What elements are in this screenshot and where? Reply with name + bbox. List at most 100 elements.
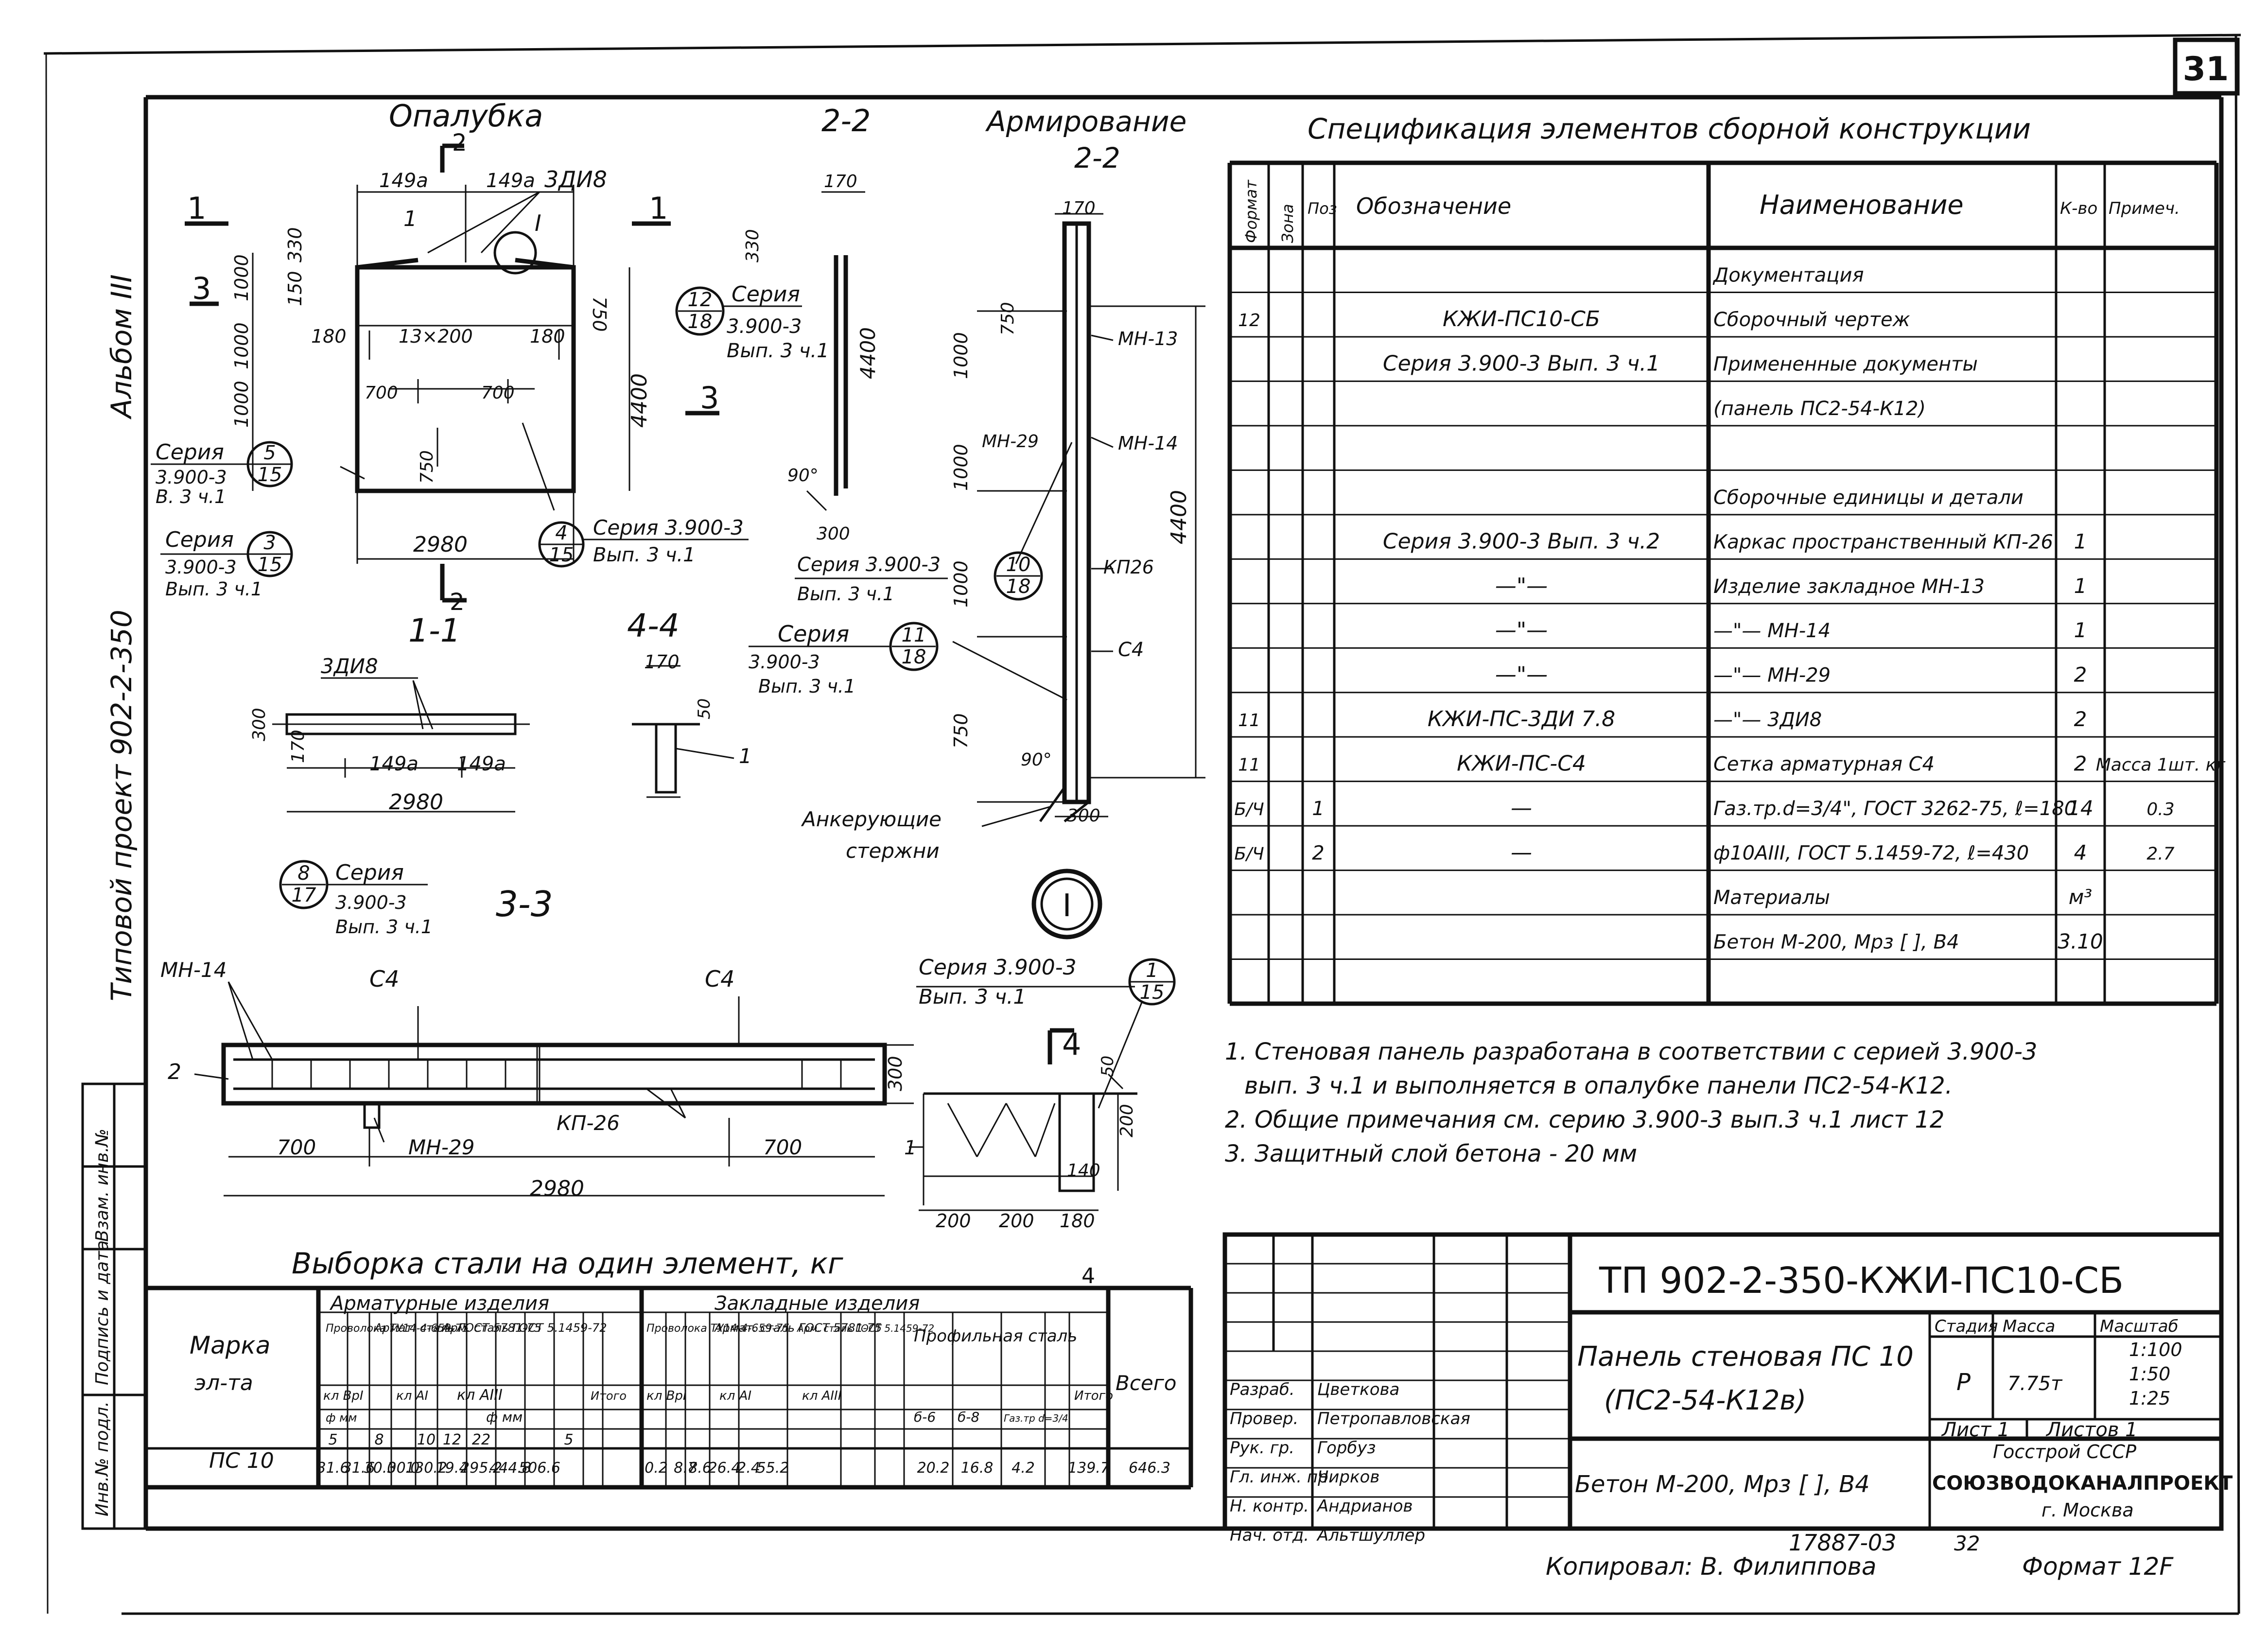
dim-750-a: 750 xyxy=(589,296,610,332)
side-stamp-sign: Подпись и дата xyxy=(92,1240,112,1385)
spec-cell-qty: 2 xyxy=(2074,663,2087,687)
steel-hdr-wire: Проволока ТУ14-4-659-75 xyxy=(326,1323,469,1335)
reinf-300-b: 300 xyxy=(1067,806,1100,826)
reinf-4400-a: 4400 xyxy=(856,327,880,379)
steel-diam: 5 xyxy=(328,1431,337,1448)
title-scale-2: 1:50 xyxy=(2129,1363,2170,1385)
dim-149a-1: 149a xyxy=(379,170,428,192)
formwork-cut-2-top: 2 xyxy=(452,129,467,157)
formwork-cut-1-right: 1 xyxy=(649,191,668,226)
section-3-3-c4b: С4 xyxy=(705,966,734,992)
spec-cell-format: Б/Ч xyxy=(1234,844,1264,864)
formwork-cut-3-left: 3 xyxy=(192,271,211,306)
spec-cell-name: Изделие закладное МН-13 xyxy=(1713,575,1985,598)
spec-header-designation: Обозначение xyxy=(1356,193,1511,219)
title-person-role: Разраб. xyxy=(1230,1380,1295,1399)
reinf-170-b: 170 xyxy=(1062,198,1096,218)
steel-hdr-klaiiib: кл AIII xyxy=(802,1389,841,1403)
formwork-ref-5 xyxy=(151,441,293,487)
steel-value: 4.2 xyxy=(1012,1460,1035,1477)
steel-cut: 4 xyxy=(1082,1264,1095,1288)
ref-5-text: Серия xyxy=(156,440,224,465)
title-mass: 7.75т xyxy=(2007,1373,2063,1395)
steel-value: 8.7 xyxy=(674,1460,697,1477)
spec-cell-name: —"— МН-29 xyxy=(1713,664,1831,687)
title-sheets: Листов 1 xyxy=(2045,1419,2138,1441)
reinforcement-section: 2-2 xyxy=(1074,141,1120,174)
title-person-role: Рук. гр. xyxy=(1230,1438,1294,1458)
steel-hdr-phimm-1: ф мм xyxy=(326,1411,357,1425)
formwork-zdi8: 3ДИ8 xyxy=(544,166,607,192)
steel-hdr-kla-2: кл АI xyxy=(719,1389,751,1403)
spec-cell-name: Примененные документы xyxy=(1713,353,1978,375)
detail-I-50: 50 xyxy=(1098,1056,1117,1077)
title-person-name: Петропавловская xyxy=(1317,1409,1470,1428)
dim-700-b: 700 xyxy=(481,383,515,403)
dim-750-b: 750 xyxy=(417,450,437,484)
steel-value: 30.0 xyxy=(364,1460,397,1477)
section-3-3-ref-sheet: 17 xyxy=(292,884,316,906)
steel-hdr-kla: кл АI xyxy=(396,1389,428,1403)
order-sheet: 32 xyxy=(1954,1532,1980,1555)
steel-hdr-gaz: Газ.тр d=3/4 xyxy=(1004,1412,1068,1424)
reinf-1000-c: 1000 xyxy=(950,560,972,608)
ref-3-t3: Вып. 3 ч.1 xyxy=(165,578,262,600)
steel-value: 19.4 xyxy=(436,1460,469,1477)
steel-value: 31.6 xyxy=(317,1460,349,1477)
spec-cell-qty: 1 xyxy=(2074,574,2087,598)
formwork-callout-I: I xyxy=(535,210,541,236)
steel-hdr-armsteel4: Арм. сталь ГОСТ 5.1459-72 xyxy=(796,1323,934,1334)
detail-I xyxy=(909,869,1176,1211)
section-3-3-ref-t2: 3.900-3 xyxy=(335,892,407,913)
spec-cell-designation: КЖИ-ПС10-СБ xyxy=(1443,307,1600,331)
spec-header-note: Примеч. xyxy=(2109,199,2180,218)
title-person-name: Цветкова xyxy=(1317,1380,1399,1399)
ref-3-num: 3 xyxy=(263,532,276,554)
title-person-name: Андрианов xyxy=(1316,1497,1413,1516)
reinforcement-title: Армирование xyxy=(985,105,1186,138)
spec-cell-designation: —"— xyxy=(1495,574,1548,598)
title-person-role: Провер. xyxy=(1230,1409,1298,1428)
section-3-3-c4a: С4 xyxy=(369,966,399,992)
spec-cell-name: (панель ПС2-54-К12) xyxy=(1713,398,1926,420)
spec-cell-designation: Серия 3.900-3 Вып. 3 ч.2 xyxy=(1383,529,1660,554)
section-3-3-ref-t3: Вып. 3 ч.1 xyxy=(335,916,433,938)
title-org-1: Госстрой СССР xyxy=(1993,1441,2136,1462)
reinf-ref-10-num: 10 xyxy=(1006,554,1031,576)
title-person-name: Чирков xyxy=(1317,1467,1379,1487)
ref-3-sheet: 15 xyxy=(258,554,282,576)
steel-diam: 22 xyxy=(472,1431,490,1448)
title-material: Бетон М-200, Мрз [ ], В4 xyxy=(1575,1471,1870,1498)
detail-I-ref-t2: Вып. 3 ч.1 xyxy=(919,985,1026,1009)
steel-value: 0.2 xyxy=(645,1460,668,1477)
steel-table-text: Марка эл-та Всего Арматурные изделия Зак… xyxy=(190,1292,1177,1477)
steel-value: 130.2 xyxy=(405,1460,447,1477)
spec-cell-note: 2.7 xyxy=(2146,844,2174,864)
section-3-3-ref-num: 8 xyxy=(297,862,310,885)
formwork-view: Опалубка 2-2 xyxy=(185,98,871,603)
section-1-1-2980: 2980 xyxy=(389,790,443,815)
sheet-number: 31 xyxy=(2183,50,2229,88)
spec-header-pos: Поз xyxy=(1308,199,1337,218)
copied-by: Копировал: В. Филиппова xyxy=(1546,1552,1877,1581)
steel-hdr-armsteel: Армат. сталь ГОСТ 5781-75 xyxy=(373,1321,541,1335)
spec-cell-format: 11 xyxy=(1238,755,1260,775)
reinf-mn13: МН-13 xyxy=(1118,328,1178,349)
spec-cell-pos: 2 xyxy=(1312,842,1324,865)
spec-table-grid xyxy=(1227,160,2219,1006)
steel-hdr-armsteel2: Арм. сталь ГОСТ 5.1459-72 xyxy=(441,1321,607,1335)
spec-cell-name: Материалы xyxy=(1713,887,1830,909)
formwork-ref-3 xyxy=(160,531,293,577)
reinf-170-a: 170 xyxy=(824,172,857,191)
dim-700-a: 700 xyxy=(365,383,398,403)
ref-4-num: 4 xyxy=(555,522,567,544)
formwork-cut-3-right: 3 xyxy=(700,380,719,416)
reinf-300-a: 300 xyxy=(817,524,850,544)
formwork-cut-2-bottom: 2 xyxy=(450,589,465,616)
reinf-ref-11-t3: Вып. 3 ч.1 xyxy=(758,676,855,697)
steel-hdr-phimm-2: ф мм xyxy=(486,1409,523,1425)
section-3-3-kp26: КП-26 xyxy=(557,1111,620,1135)
sheet-frame xyxy=(43,34,2241,1615)
title-scale-3: 1:25 xyxy=(2129,1388,2170,1409)
